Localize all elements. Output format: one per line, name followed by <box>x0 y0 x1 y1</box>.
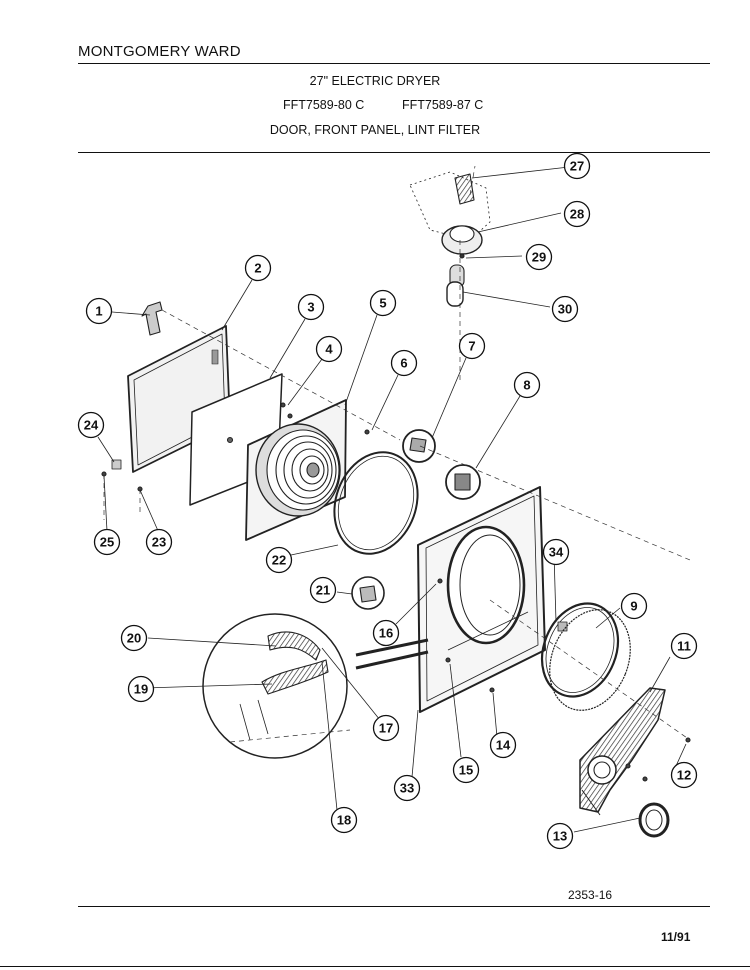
inner-door-with-filter <box>245 399 347 541</box>
callout-7-label: 7 <box>468 339 475 354</box>
callout-8-label: 8 <box>523 378 530 393</box>
callout-33: 33 <box>393 774 421 802</box>
model-number-2: FFT7589-87 C <box>402 98 484 112</box>
door-catch-24 <box>111 459 122 470</box>
callout-21-label: 21 <box>316 583 330 598</box>
callout-23-label: 23 <box>152 535 166 550</box>
door-switch-assembly <box>409 171 491 307</box>
callout-6-label: 6 <box>400 356 407 371</box>
callout-7: 7 <box>458 332 486 360</box>
product-title: 27" ELECTRIC DRYER <box>309 74 441 88</box>
title-rule <box>78 152 710 153</box>
callout-2-label: 2 <box>254 261 261 276</box>
hinge-clip-8 <box>445 464 481 500</box>
bearing-ring <box>549 609 631 711</box>
callout-22: 22 <box>265 546 293 574</box>
callout-20-label: 20 <box>127 631 141 646</box>
callout-14: 14 <box>489 731 517 759</box>
callout-15: 15 <box>452 756 480 784</box>
callout-34-label: 34 <box>549 545 564 560</box>
callout-1: 1 <box>85 297 113 325</box>
callout-27: 27 <box>563 152 591 180</box>
callout-28: 28 <box>563 200 591 228</box>
callout-25: 25 <box>93 528 121 556</box>
callout-9-label: 9 <box>630 599 637 614</box>
callout-15-label: 15 <box>459 763 473 778</box>
callout-14-label: 14 <box>496 738 511 753</box>
callout-19-label: 19 <box>134 682 148 697</box>
callout-24-label: 24 <box>84 418 99 433</box>
callout-5-label: 5 <box>379 296 386 311</box>
callout-25-label: 25 <box>100 535 114 550</box>
callout-23: 23 <box>145 528 173 556</box>
callout-4: 4 <box>315 335 343 363</box>
callout-21: 21 <box>309 576 337 604</box>
front-panel <box>417 486 546 713</box>
drawing-code: 2353-16 <box>568 888 613 902</box>
hinge-clip-7 <box>402 429 436 463</box>
callout-13-label: 13 <box>553 829 567 844</box>
footer-rule <box>78 906 710 907</box>
callout-9: 9 <box>620 592 648 620</box>
callout-5: 5 <box>369 289 397 317</box>
callout-bubbles: 1 2 3 4 5 6 7 8 9 11 12 13 14 15 16 17 1… <box>77 152 698 850</box>
callout-1-label: 1 <box>95 304 102 319</box>
callout-16: 16 <box>372 619 400 647</box>
callout-18: 18 <box>330 806 358 834</box>
callout-11-label: 11 <box>677 639 691 654</box>
revision-date: 11/91 <box>661 930 691 944</box>
door-strike-21 <box>351 576 385 610</box>
callout-30-label: 30 <box>558 302 572 317</box>
section-title: DOOR, FRONT PANEL, LINT FILTER <box>269 123 481 137</box>
callout-12: 12 <box>670 761 698 789</box>
callout-34: 34 <box>542 538 570 566</box>
callout-18-label: 18 <box>337 813 351 828</box>
callout-17: 17 <box>372 714 400 742</box>
callout-16-label: 16 <box>379 626 393 641</box>
callout-3-label: 3 <box>307 300 314 315</box>
detail-magnifier <box>202 613 348 759</box>
callout-12-label: 12 <box>677 768 691 783</box>
callout-19: 19 <box>127 675 155 703</box>
callout-3: 3 <box>297 293 325 321</box>
callout-33-label: 33 <box>400 781 414 796</box>
header-rule <box>78 63 710 64</box>
callout-11: 11 <box>670 632 698 660</box>
lint-duct <box>579 687 666 816</box>
callout-24: 24 <box>77 411 105 439</box>
door-gasket <box>333 451 419 555</box>
callout-4-label: 4 <box>325 342 333 357</box>
door-handle <box>141 301 163 336</box>
callout-17-label: 17 <box>379 721 393 736</box>
callout-20: 20 <box>120 624 148 652</box>
model-number-1: FFT7589-80 C <box>283 98 365 112</box>
alignment-lines <box>103 165 691 743</box>
callout-22-label: 22 <box>272 553 286 568</box>
callout-27-label: 27 <box>570 159 584 174</box>
callout-8: 8 <box>513 371 541 399</box>
callout-6: 6 <box>390 349 418 377</box>
drum-seal-ring <box>540 602 620 698</box>
callout-29: 29 <box>525 243 553 271</box>
leader-lines <box>97 166 687 833</box>
brand-name: MONTGOMERY WARD <box>78 43 241 60</box>
magnifier-connector <box>355 638 429 670</box>
callout-13: 13 <box>546 822 574 850</box>
callout-29-label: 29 <box>532 250 546 265</box>
page-bottom-rule <box>0 966 750 967</box>
callout-28-label: 28 <box>570 207 584 222</box>
callout-2: 2 <box>244 254 272 282</box>
duct-grommet <box>638 802 670 838</box>
callout-30: 30 <box>551 295 579 323</box>
